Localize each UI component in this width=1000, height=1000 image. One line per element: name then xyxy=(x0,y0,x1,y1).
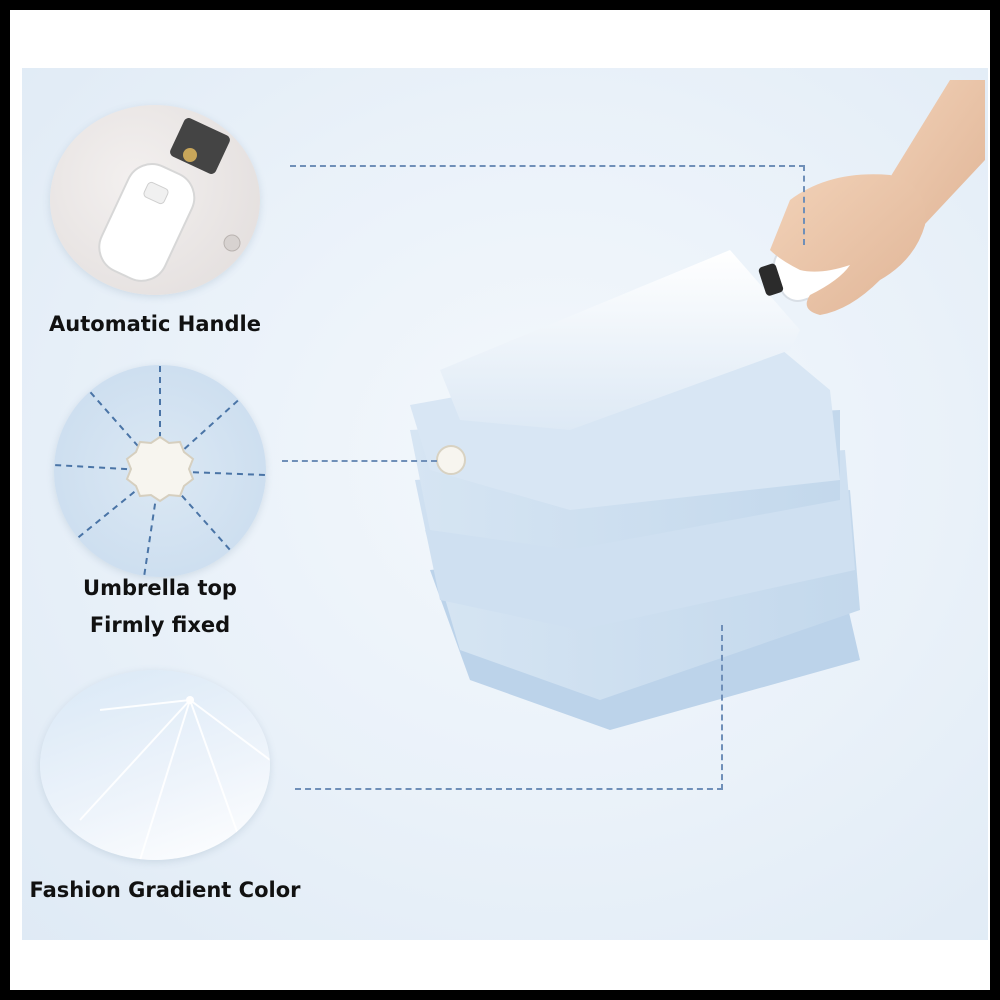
bottom-band xyxy=(10,940,990,990)
connector-handle-horizontal xyxy=(290,165,805,167)
feature-label-top-line1: Umbrella top xyxy=(83,576,237,600)
handle-collar xyxy=(758,263,784,296)
feature-label-gradient: Fashion Gradient Color xyxy=(29,878,301,902)
connector-top-horizontal xyxy=(282,460,437,462)
umbrella-handle-icon xyxy=(50,105,260,295)
connector-handle-vertical xyxy=(803,165,805,245)
hand-shape xyxy=(770,174,926,315)
folded-umbrella-in-hand-icon xyxy=(410,80,985,730)
open-umbrella-canopy-icon xyxy=(40,670,270,860)
canopy-fold-1 xyxy=(410,340,840,510)
canopy-fold-top xyxy=(440,250,800,430)
umbrella-top-cap-icon xyxy=(54,365,266,577)
feature-label-handle: Automatic Handle xyxy=(49,312,261,336)
feature-label-top-line2: Firmly fixed xyxy=(89,613,231,637)
connector-gradient-horizontal xyxy=(295,788,723,790)
connector-gradient-vertical xyxy=(721,625,723,790)
image-frame: Automatic Handle Umbrella top Firmly fix… xyxy=(10,10,990,990)
top-cap-shape xyxy=(436,445,466,475)
